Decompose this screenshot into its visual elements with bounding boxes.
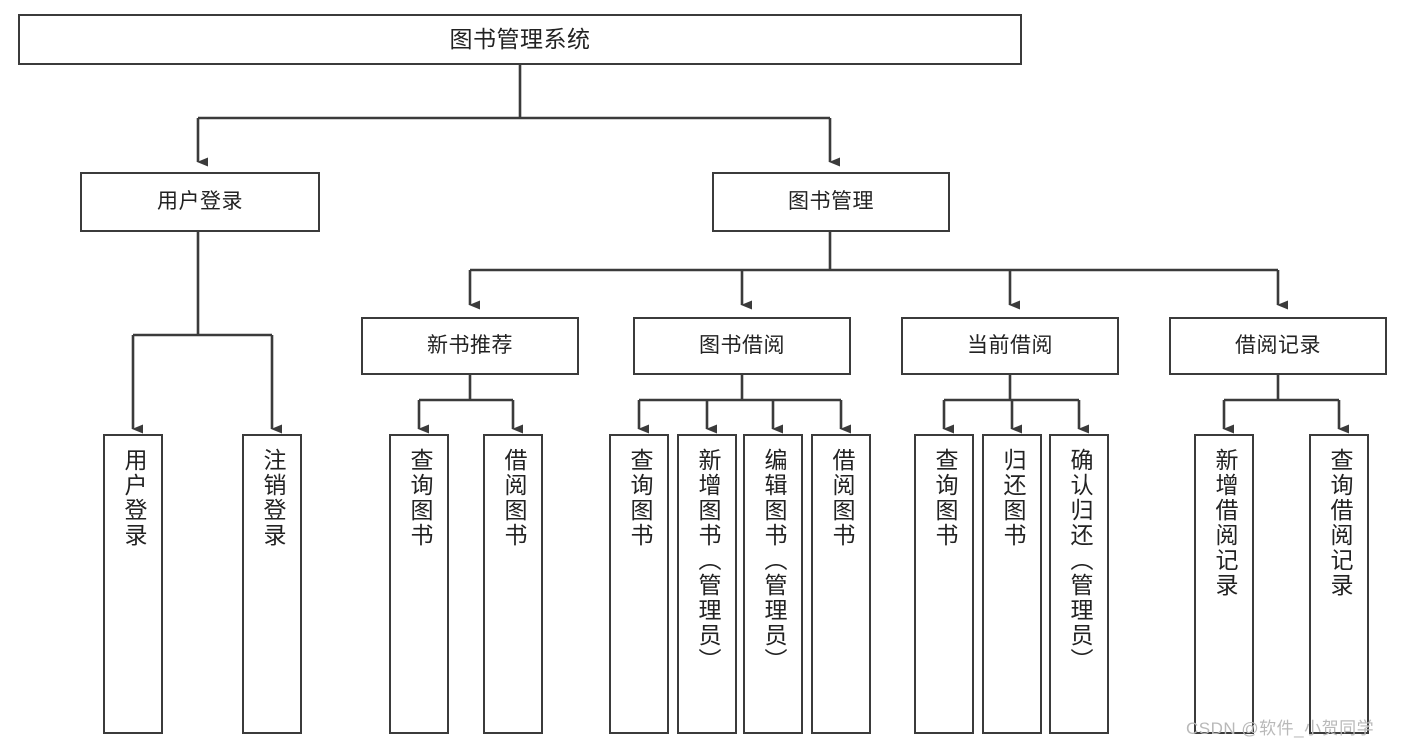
node-label: 归还图书 [999,448,1026,548]
leaf-book-borrow-add-book-admin[interactable]: 新增图书（管理员） [677,434,737,734]
leaf-borrow-record-query-record[interactable]: 查询借阅记录 [1309,434,1369,734]
node-label: 用户登录 [120,448,147,548]
node-new-book-recommendation[interactable]: 新书推荐 [361,317,579,375]
leaf-current-borrow-confirm-return-admin[interactable]: 确认归还（管理员） [1049,434,1109,734]
node-label: 新增借阅记录 [1211,448,1238,598]
node-label: 图书管理 [788,189,874,213]
node-label: 查询图书 [931,448,958,548]
leaf-borrow-record-add-record[interactable]: 新增借阅记录 [1194,434,1254,734]
leaf-user-login-signout[interactable]: 注销登录 [242,434,302,734]
node-book-borrowing[interactable]: 图书借阅 [633,317,851,375]
leaf-user-login-signin[interactable]: 用户登录 [103,434,163,734]
node-label: 借阅图书 [828,448,855,548]
leaf-current-borrow-query-books[interactable]: 查询图书 [914,434,974,734]
node-label: 查询图书 [626,448,653,548]
node-current-borrowing[interactable]: 当前借阅 [901,317,1119,375]
csdn-watermark: CSDN @软件_小贺同学 [1186,719,1375,738]
node-label: 新书推荐 [427,333,513,357]
node-label: 编辑图书（管理员） [760,448,787,673]
node-label: 查询借阅记录 [1326,448,1353,598]
node-book-management[interactable]: 图书管理 [712,172,950,232]
leaf-book-borrow-borrow-books[interactable]: 借阅图书 [811,434,871,734]
node-borrowing-record[interactable]: 借阅记录 [1169,317,1387,375]
leaf-book-borrow-edit-book-admin[interactable]: 编辑图书（管理员） [743,434,803,734]
node-label: 当前借阅 [967,333,1053,357]
node-label: 图书管理系统 [449,26,591,53]
leaf-new-book-query-books[interactable]: 查询图书 [389,434,449,734]
node-label: 新增图书（管理员） [694,448,721,673]
node-label: 确认归还（管理员） [1066,448,1093,673]
node-root-book-management-system[interactable]: 图书管理系统 [18,14,1022,65]
node-label: 借阅记录 [1235,333,1321,357]
node-label: 注销登录 [259,448,286,548]
node-user-login[interactable]: 用户登录 [80,172,320,232]
node-label: 用户登录 [157,189,243,213]
leaf-book-borrow-query-books[interactable]: 查询图书 [609,434,669,734]
node-label: 查询图书 [406,448,433,548]
leaf-new-book-borrow-books[interactable]: 借阅图书 [483,434,543,734]
node-label: 借阅图书 [500,448,527,548]
node-label: 图书借阅 [699,333,785,357]
leaf-current-borrow-return-books[interactable]: 归还图书 [982,434,1042,734]
